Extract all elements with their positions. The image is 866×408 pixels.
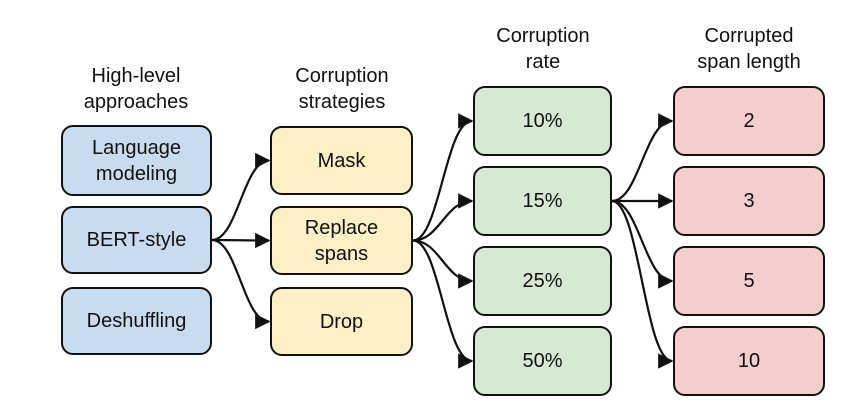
edge-arrow bbox=[611, 113, 674, 203]
node-language-modeling: Language modeling bbox=[61, 125, 212, 196]
column-title-line: approaches bbox=[83, 91, 189, 113]
node-rate-50: 50% bbox=[473, 326, 612, 396]
node-label-line: modeling bbox=[95, 162, 178, 185]
edge-arrow bbox=[211, 238, 271, 330]
node-label-line: Replace bbox=[304, 216, 379, 239]
column-title-line: strategies bbox=[298, 91, 386, 113]
column-title-line: rate bbox=[525, 51, 561, 73]
edge-arrow bbox=[211, 152, 271, 242]
column-title-line: High-level bbox=[91, 65, 181, 87]
edge-arrow bbox=[412, 239, 474, 289]
column-title-rate: Corruption rate bbox=[470, 23, 616, 75]
node-rate-25: 25% bbox=[473, 246, 612, 316]
node-label-line: 10 bbox=[737, 350, 761, 372]
edge-arrow bbox=[412, 193, 474, 242]
node-span-10: 10 bbox=[673, 326, 825, 396]
edge-arrow bbox=[211, 232, 271, 249]
edge-arrow bbox=[611, 199, 674, 289]
node-label-line: Language bbox=[92, 136, 181, 159]
node-replace-spans: Replace spans bbox=[270, 206, 413, 275]
column-title-line: Corrupted bbox=[704, 25, 794, 47]
column-title-approaches: High-level approaches bbox=[58, 63, 214, 115]
column-title-line: Corruption bbox=[295, 65, 389, 87]
column-title-line: Corruption bbox=[496, 25, 590, 47]
edge-arrow bbox=[611, 199, 674, 369]
edge-arrow bbox=[412, 113, 474, 242]
node-label-line: 15% bbox=[522, 190, 563, 212]
node-deshuffling: Deshuffling bbox=[61, 287, 212, 355]
node-bert-style: BERT-style bbox=[61, 206, 212, 274]
node-rate-10: 10% bbox=[473, 86, 612, 156]
column-title-strategies: Corruption strategies bbox=[264, 63, 420, 115]
node-label-line: Drop bbox=[319, 310, 364, 333]
node-label-line: 2 bbox=[743, 110, 755, 132]
node-label-line: spans bbox=[314, 242, 369, 265]
node-label-line: 50% bbox=[522, 350, 563, 372]
node-label-line: Deshuffling bbox=[86, 310, 187, 332]
node-span-3: 3 bbox=[673, 166, 825, 236]
node-drop: Drop bbox=[270, 287, 413, 356]
column-title-span-length: Corrupted span length bbox=[664, 23, 834, 75]
node-label-line: 5 bbox=[743, 270, 755, 292]
node-label-line: BERT-style bbox=[86, 229, 187, 251]
node-label-line: 3 bbox=[743, 190, 755, 212]
node-span-5: 5 bbox=[673, 246, 825, 316]
node-label-line: 10% bbox=[522, 110, 563, 132]
node-label-line: Mask bbox=[317, 149, 366, 172]
node-mask: Mask bbox=[270, 126, 413, 195]
node-span-2: 2 bbox=[673, 86, 825, 156]
node-label-line: 25% bbox=[522, 270, 563, 292]
node-rate-15: 15% bbox=[473, 166, 612, 236]
column-title-line: span length bbox=[697, 51, 801, 73]
edge-arrow bbox=[412, 239, 474, 369]
